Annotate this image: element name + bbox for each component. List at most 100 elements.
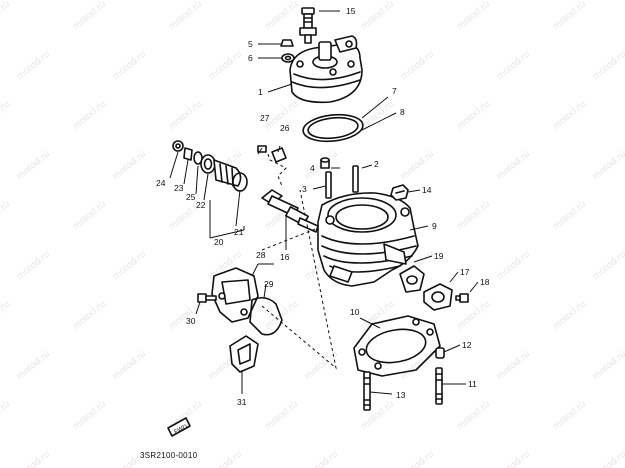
watermark-text: motod.ru (591, 449, 625, 468)
cylinder-studs (320, 157, 359, 199)
watermark-text: motod.ru (359, 0, 396, 32)
watermark-text: motod.ru (0, 0, 12, 32)
watermark-text: motod.ru (167, 0, 204, 32)
valve-clip (229, 335, 259, 373)
watermark-text: motod.ru (551, 299, 588, 333)
watermark-text: motod.ru (263, 399, 300, 433)
callout-5: 5 (248, 39, 253, 49)
watermark-text: motod.ru (303, 449, 340, 468)
callout-14: 14 (422, 185, 432, 195)
callout-8: 8 (400, 107, 405, 117)
watermark-text: motod.ru (111, 49, 148, 83)
watermark-text: motod.ru (111, 349, 148, 383)
callout-7: 7 (392, 86, 397, 96)
housing-bolt (197, 293, 217, 303)
watermark-text: motod.ru (0, 399, 12, 433)
callout-13: 13 (396, 390, 406, 400)
callout-12: 12 (462, 340, 472, 350)
callout-29: 29 (264, 279, 274, 289)
watermark-text: motod.ru (0, 199, 12, 233)
exhaust-flange-gasket (399, 265, 425, 293)
watermark-text: motod.ru (71, 0, 108, 32)
watermark-text: motod.ru (455, 99, 492, 133)
cylinder-bolt (390, 184, 409, 201)
watermark-text: motod.ru (15, 249, 52, 283)
watermark-text: motod.ru (551, 399, 588, 433)
watermark-text: motod.ru (495, 249, 532, 283)
callout-22: 22 (196, 200, 206, 210)
watermark-text: motod.ru (71, 99, 108, 133)
watermark-text: motod.ru (0, 299, 12, 333)
callout-1: 1 (258, 87, 263, 97)
callout-26: 26 (280, 123, 290, 133)
callout-30: 30 (186, 316, 196, 326)
watermark-text: motod.ru (495, 349, 532, 383)
valve-housing (211, 267, 259, 323)
watermark-text: motod.ru (591, 149, 625, 183)
callout-3: 3 (302, 184, 307, 194)
callout-2: 2 (374, 159, 379, 169)
watermark-text: motod.ru (15, 349, 52, 383)
valve-housing-gasket (249, 296, 283, 336)
valve-cover-group (172, 140, 248, 192)
callout-20: 20 (214, 237, 224, 247)
watermark-text: motod.ru (495, 149, 532, 183)
watermark-text: motod.ru (71, 199, 108, 233)
callout-31: 31 (237, 397, 247, 407)
callout-15: 15 (346, 6, 356, 16)
watermark-text: motod.ru (495, 49, 532, 83)
watermark-text: motod.ru (591, 49, 625, 83)
watermark-text: motod.ru (15, 449, 52, 468)
watermark-text: motod.ru (551, 0, 588, 32)
flange-bolt (455, 293, 469, 303)
watermark-text: motod.ru (455, 199, 492, 233)
callout-24: 24 (156, 178, 166, 188)
watermark-text: motod.ru (455, 299, 492, 333)
watermark-text: motod.ru (303, 349, 340, 383)
callout-16: 16 (280, 252, 290, 262)
callout-6: 6 (248, 53, 253, 63)
callout-28: 28 (256, 250, 266, 260)
watermark-text: motod.ru (399, 49, 436, 83)
callout-9: 9 (432, 221, 437, 231)
callout-27: 27 (260, 113, 270, 123)
watermark-text: motod.ru (551, 199, 588, 233)
callout-23: 23 (174, 183, 184, 193)
watermark-text: motod.ru (263, 0, 300, 32)
callout-17: 17 (460, 267, 470, 277)
dowel-pin (435, 347, 445, 359)
exhaust-flange (423, 283, 453, 311)
callout-18: 18 (480, 277, 490, 287)
watermark-text: motod.ru (399, 449, 436, 468)
watermark-text: motod.ru (111, 249, 148, 283)
cylinder-body (317, 192, 419, 287)
watermark-text: motod.ru (591, 349, 625, 383)
washer-and-nut (280, 39, 295, 63)
watermark-text: motod.ru (495, 449, 532, 468)
callout-21: 21 (234, 227, 244, 237)
crankcase-studs (363, 367, 443, 411)
watermark-text: motod.ru (71, 299, 108, 333)
watermark-text: motod.ru (0, 99, 12, 133)
watermark-text: motod.ru (455, 399, 492, 433)
watermark-text: motod.ru (15, 49, 52, 83)
watermark-text: motod.ru (71, 399, 108, 433)
callout-11: 11 (468, 379, 477, 389)
callout-labels: 1234567891011121314151617181920212223242… (156, 6, 490, 407)
callout-25: 25 (186, 192, 196, 202)
callout-10: 10 (350, 307, 360, 317)
watermark-text: motod.ru (167, 99, 204, 133)
exhaust-valve-rod (261, 189, 319, 233)
watermark-text: motod.ru (399, 149, 436, 183)
drawing-code: 3SR2100-0010 (140, 451, 198, 460)
head-o-rings (302, 113, 364, 143)
watermark-text: motod.ru (207, 49, 244, 83)
valve-link-parts (257, 145, 287, 163)
cylinder-head (289, 35, 363, 104)
watermark-text: motod.ru (207, 449, 244, 468)
watermark-text: motod.ru (263, 299, 300, 333)
watermark-text: motod.ru (455, 0, 492, 32)
callout-19: 19 (434, 251, 444, 261)
